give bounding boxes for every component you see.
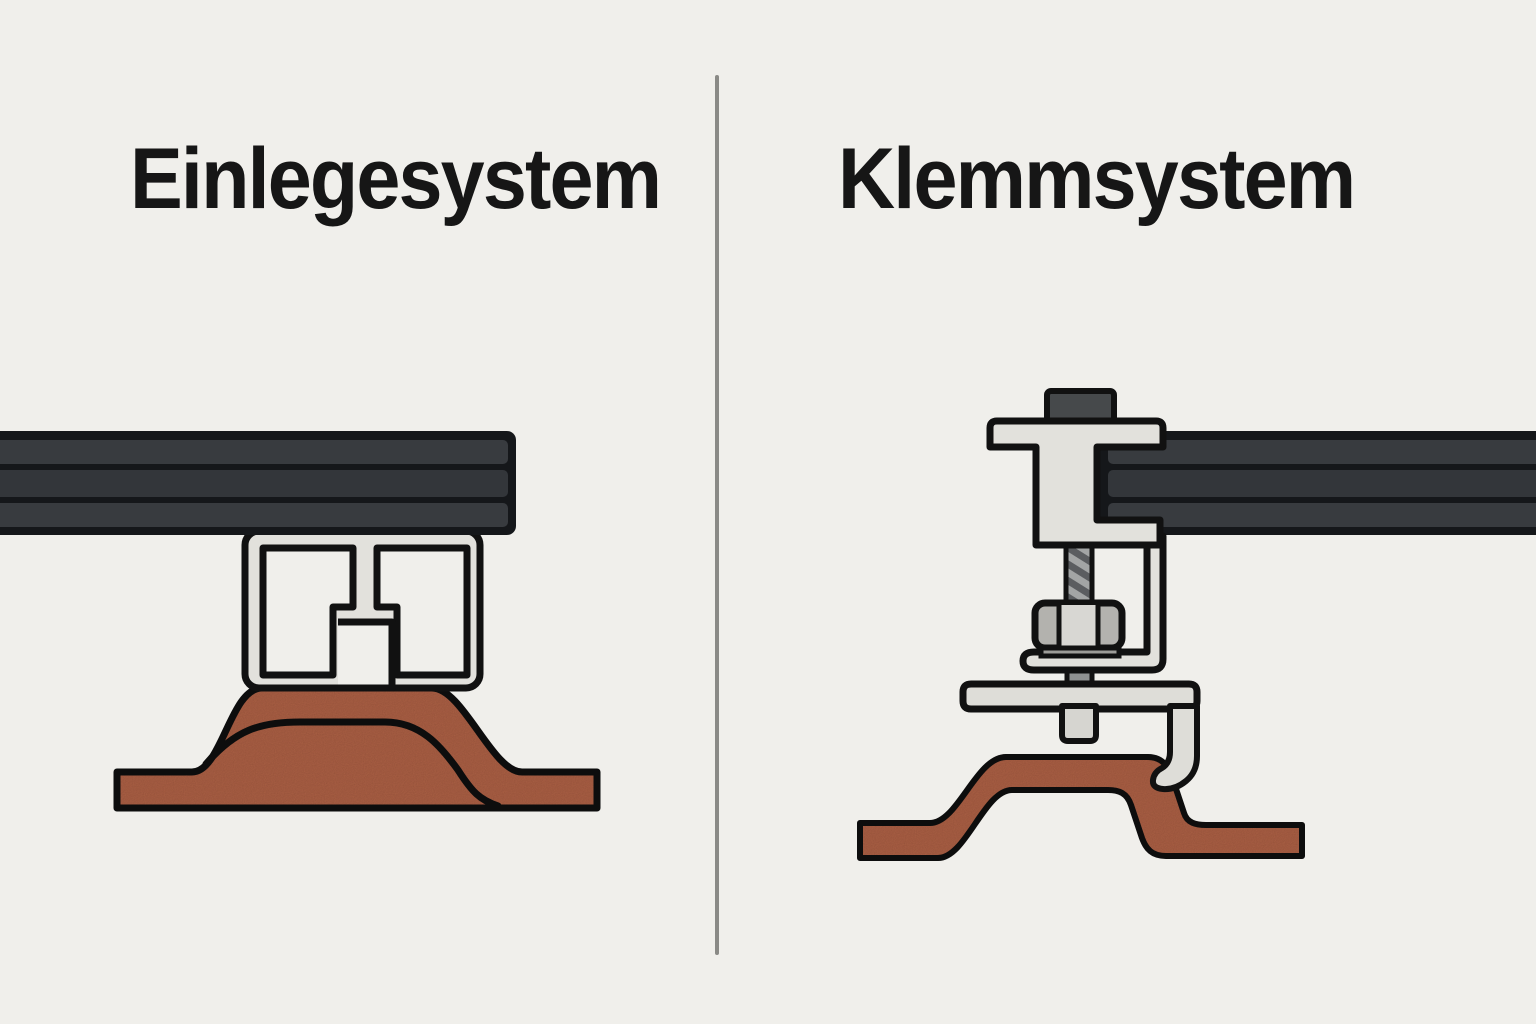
rail-band-middle [0,470,508,497]
threaded-rod [1063,537,1095,609]
rail-band-top [0,440,508,464]
hex-nut [1031,599,1126,652]
right-panel-title: Klemmsystem [838,131,1356,227]
roof-tile-profile [113,684,601,812]
mounting-rail-left [0,431,516,535]
rail-band-bottom [1108,503,1536,527]
clamp [986,417,1167,549]
base-plate-assembly [959,680,1201,793]
roof-tile-overlap-line [202,718,502,810]
roof-tile-right [857,754,1305,861]
roof-tile-left [113,684,601,812]
profile-cavity-right [373,544,471,679]
base-plate-tab [1059,703,1099,744]
rail-band-bottom [0,503,508,527]
roof-tile-profile [857,754,1305,861]
rail-band-top [1108,440,1536,464]
einlegesystem-figure [0,431,601,812]
left-panel-title: Einlegesystem [130,131,662,227]
rail-band-middle [1108,470,1536,497]
mounting-rail-right [1100,431,1536,535]
hanger-bracket [1019,532,1167,674]
insert-profile [241,527,484,692]
nut-center-facet [1059,605,1098,646]
klemmsystem-figure [857,388,1536,861]
washer [1038,645,1122,659]
profile-bottom-channel [338,618,396,692]
profile-cavity-left [259,544,357,679]
roof-hook [1149,703,1200,793]
vertical-divider [715,75,719,955]
